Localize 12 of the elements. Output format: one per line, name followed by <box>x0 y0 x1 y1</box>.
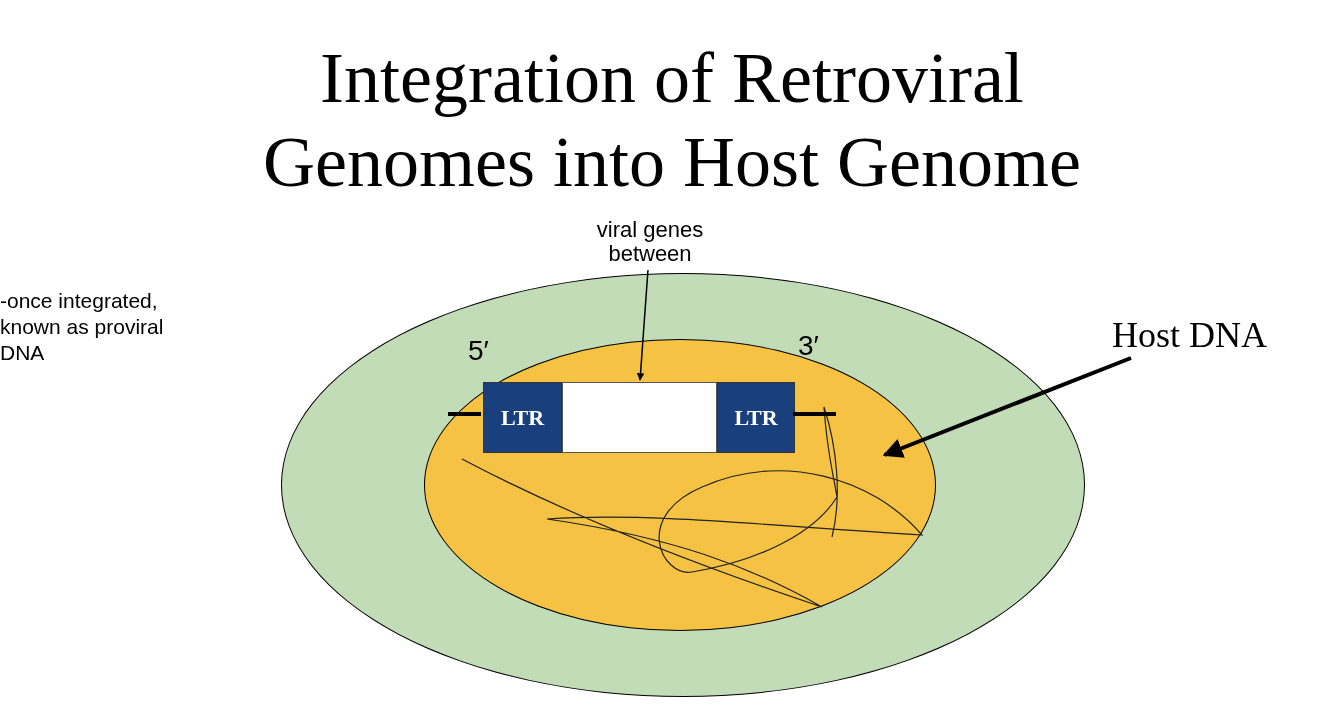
ltr-box: LTR <box>483 382 562 453</box>
handwritten-note: -once integrated, known as proviral DNA <box>0 288 165 366</box>
strand-end-label: 3′ <box>798 329 819 363</box>
arrow <box>882 356 1132 458</box>
title: Integration of Retroviral Genomes into Host Genome <box>262 37 1082 204</box>
handwritten-note: viral genes between <box>555 214 745 270</box>
ltr-box: LTR <box>717 382 795 453</box>
host-dna-label: Host DNA <box>1082 312 1297 358</box>
arrow <box>636 269 649 381</box>
host-dna-strand <box>461 406 923 608</box>
strand-end-label: 5′ <box>468 334 489 368</box>
viral-genes-box <box>562 382 717 453</box>
